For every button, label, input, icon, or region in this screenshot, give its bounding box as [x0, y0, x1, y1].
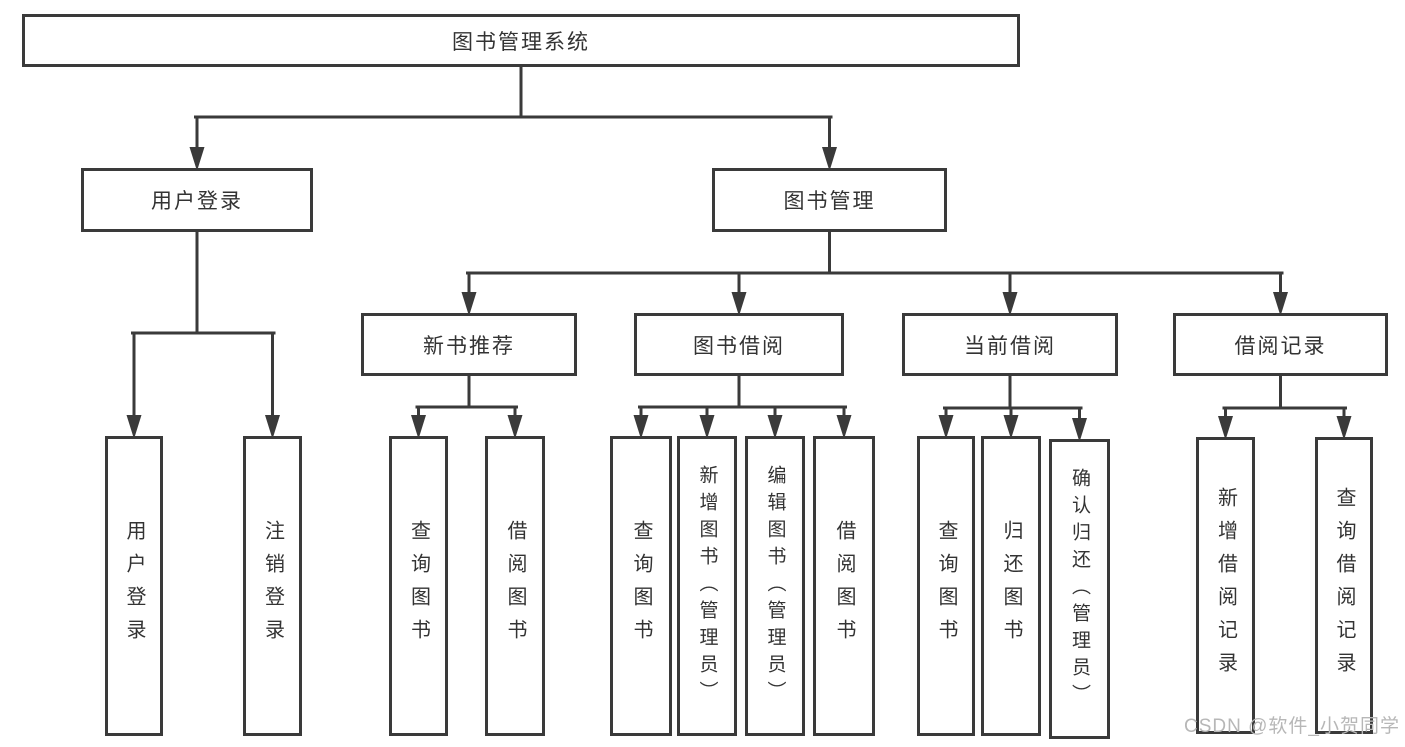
node-user-login: 用户登录: [81, 168, 313, 232]
node-leaf-query-book-3: 查询图书: [917, 436, 975, 736]
node-current-borrowing: 当前借阅: [902, 313, 1118, 376]
node-system-title: 图书管理系统: [22, 14, 1020, 67]
node-book-borrowing: 图书借阅: [634, 313, 844, 376]
node-book-management: 图书管理: [712, 168, 947, 232]
node-leaf-query-book-2: 查询图书: [610, 436, 672, 736]
node-leaf-borrow-book-1: 借阅图书: [485, 436, 545, 736]
node-leaf-add-book: 新增图书（管理员）: [677, 436, 737, 736]
node-leaf-return-book: 归还图书: [981, 436, 1041, 736]
node-leaf-confirm-return: 确认归还（管理员）: [1049, 439, 1110, 739]
node-borrowing-records: 借阅记录: [1173, 313, 1388, 376]
node-leaf-add-record: 新增借阅记录: [1196, 437, 1255, 734]
node-leaf-query-record: 查询借阅记录: [1315, 437, 1373, 734]
node-leaf-user-login: 用户登录: [105, 436, 163, 736]
node-leaf-borrow-book-2: 借阅图书: [813, 436, 875, 736]
node-leaf-query-book-1: 查询图书: [389, 436, 448, 736]
node-leaf-logout: 注销登录: [243, 436, 302, 736]
node-leaf-edit-book: 编辑图书（管理员）: [745, 436, 805, 736]
node-new-book-recommend: 新书推荐: [361, 313, 577, 376]
csdn-watermark: CSDN @软件_小贺同学: [1184, 716, 1400, 737]
